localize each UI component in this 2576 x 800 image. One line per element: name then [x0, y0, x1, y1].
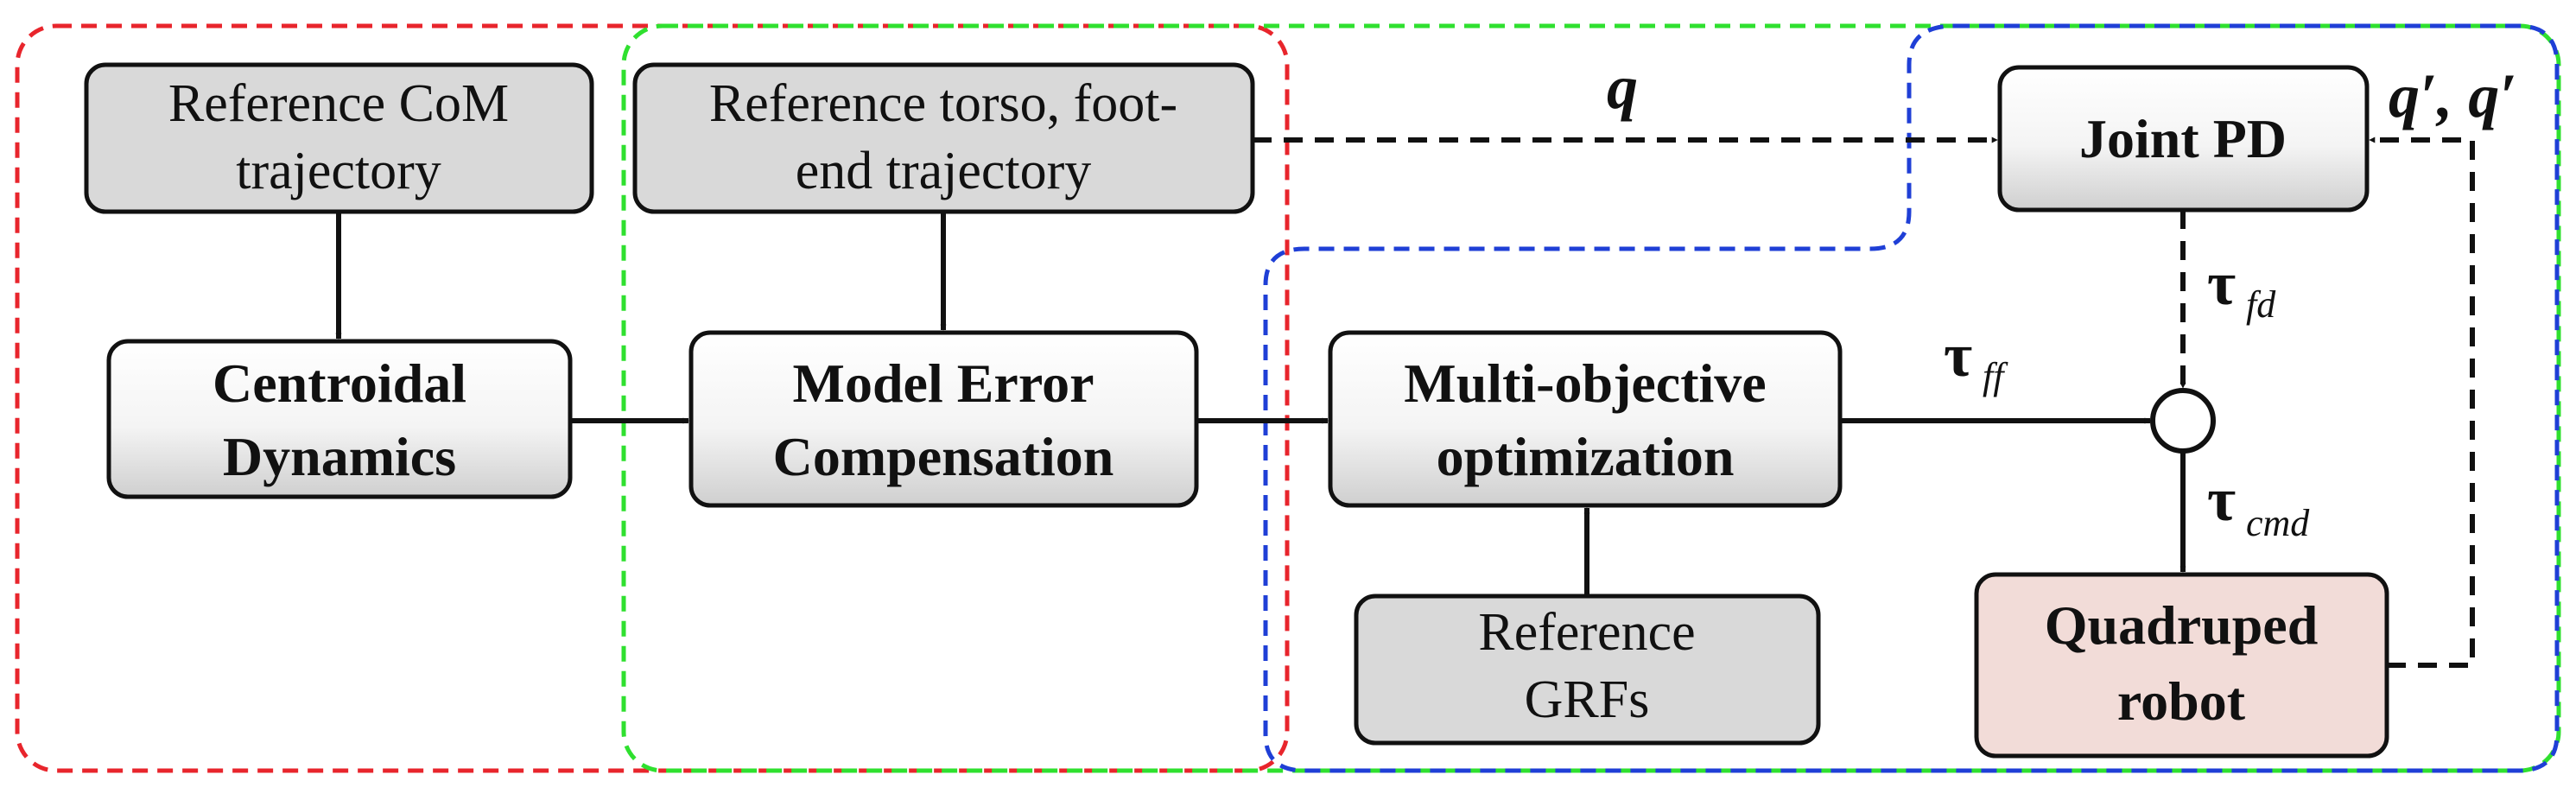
- model-error-line1: Model Error: [793, 352, 1094, 414]
- region-blue-boundary: [1263, 23, 2560, 773]
- reference-com-line1: Reference CoM: [168, 74, 509, 133]
- reference-grfs-line2: GRFs: [1525, 670, 1650, 729]
- model-error-line2: Compensation: [773, 426, 1114, 487]
- centroidal-line2: Dynamics: [223, 426, 456, 487]
- quadruped-robot-block: Quadruped robot: [1974, 572, 2389, 759]
- model-error-compensation-block: Model Error Compensation: [688, 330, 1199, 508]
- signal-q-label: q: [1607, 53, 1638, 122]
- signal-q-feedback-label: q′, q′: [2389, 61, 2517, 130]
- tau-cmd-subscript: cmd: [2246, 502, 2310, 544]
- region-green-boundary: [621, 23, 2561, 773]
- quadruped-line2: robot: [2117, 670, 2246, 732]
- reference-com-line2: trajectory: [236, 142, 441, 200]
- summing-junction: [2150, 388, 2216, 454]
- signal-tau-fd-label: τ fd: [2207, 249, 2276, 326]
- tau-fd-subscript: fd: [2246, 283, 2276, 326]
- tau-ff-subscript: ff: [1983, 355, 2008, 397]
- multi-objective-line2: optimization: [1437, 426, 1735, 487]
- tau-fd-symbol: τ: [2207, 249, 2236, 318]
- multi-objective-optimization-block: Multi-objective optimization: [1328, 330, 1843, 508]
- reference-torso-line2: end trajectory: [796, 142, 1092, 200]
- region-red-boundary: [15, 23, 1290, 773]
- reference-com-trajectory-block: Reference CoM trajectory: [84, 62, 594, 214]
- reference-grfs-line1: Reference: [1478, 603, 1695, 662]
- signal-tau-cmd-label: τ cmd: [2207, 465, 2310, 544]
- quadruped-line1: Quadruped: [2045, 594, 2319, 656]
- reference-torso-foot-trajectory-block: Reference torso, foot- end trajectory: [632, 62, 1255, 214]
- centroidal-dynamics-block: Centroidal Dynamics: [106, 339, 573, 499]
- reference-grfs-block: Reference GRFs: [1354, 594, 1821, 746]
- reference-torso-line1: Reference torso, foot-: [709, 74, 1177, 133]
- centroidal-line1: Centroidal: [213, 352, 466, 414]
- joint-pd-block: Joint PD: [1997, 65, 2370, 213]
- tau-ff-symbol: τ: [1944, 321, 1972, 390]
- arrow-feedback-robot-to-joint-pd: [2369, 137, 2475, 668]
- signal-tau-ff-label: τ ff: [1944, 321, 2008, 397]
- joint-pd-label: Joint PD: [2079, 108, 2287, 169]
- multi-objective-line1: Multi-objective: [1404, 352, 1766, 414]
- tau-cmd-symbol: τ: [2207, 465, 2236, 534]
